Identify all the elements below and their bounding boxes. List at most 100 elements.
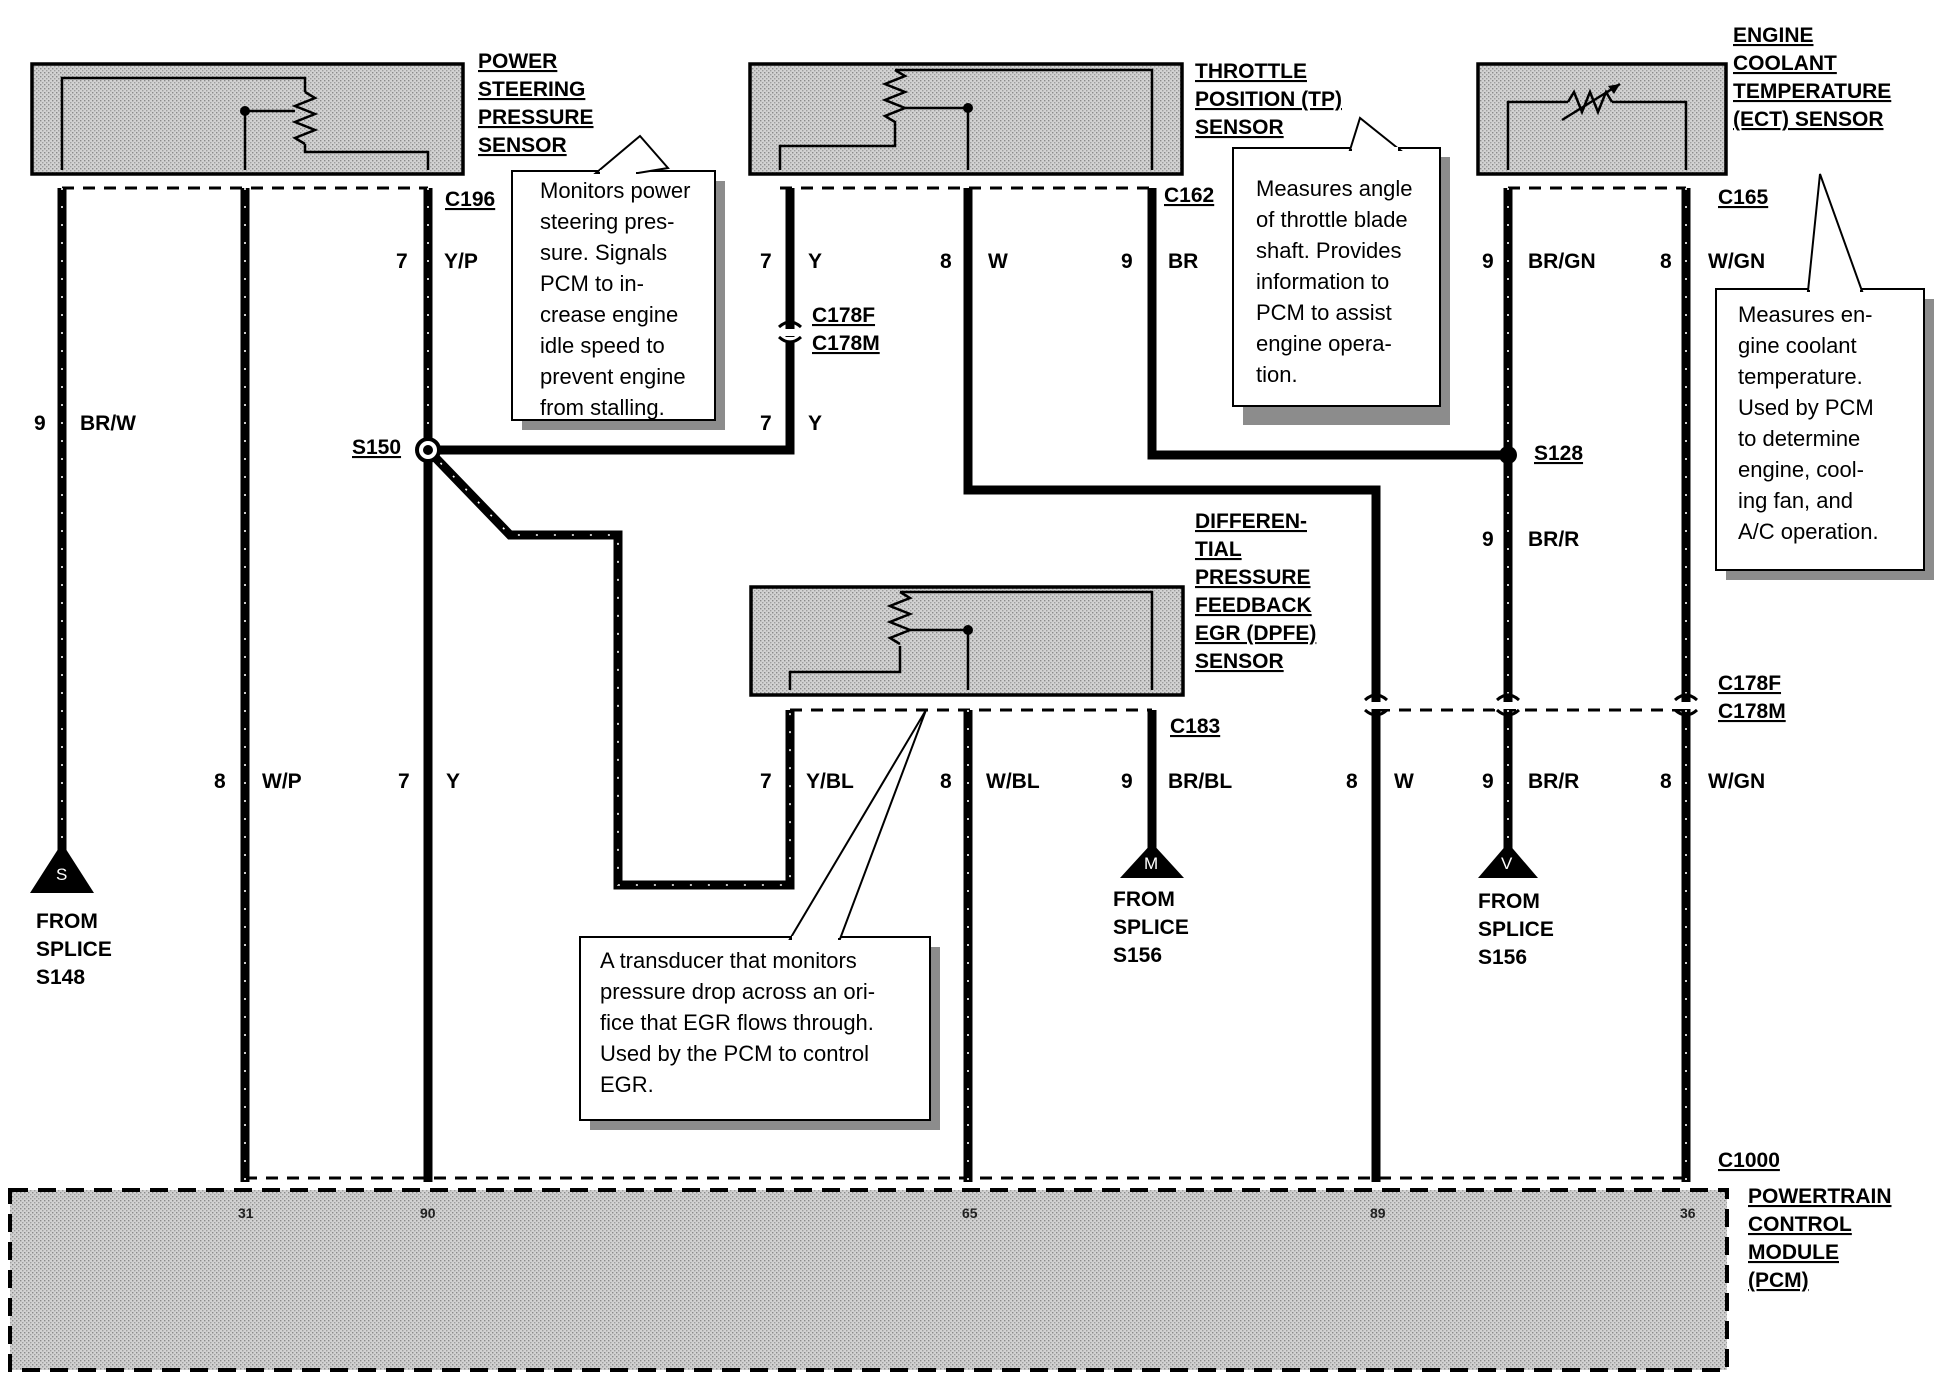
wire-w-p-color: W/P	[262, 770, 302, 793]
pcm-title-line-2: CONTROL	[1748, 1213, 1852, 1236]
callout-ps-line-7: prevent engine	[540, 364, 686, 389]
callout-tp-line-3: shaft. Provides	[1256, 238, 1402, 263]
wire-br-r-low-color: BR/R	[1528, 770, 1579, 793]
wire-w-gn-low-gauge: 8	[1660, 770, 1672, 793]
wire-dpfe-br-bl-color: BR/BL	[1168, 770, 1232, 793]
wire-labels: 9 BR/W 8 W/P 7 Y/P 7 Y 7 Y 7 Y 8 W 9 BR …	[34, 250, 1765, 793]
splice-s156-m-line-3: S156	[1113, 944, 1162, 967]
callout-ps-line-6: idle speed to	[540, 333, 665, 358]
ps-sensor-internal	[60, 76, 430, 170]
dpfe-title-line-2: TIAL	[1195, 538, 1242, 561]
splice-s148-line-3: S148	[36, 966, 85, 989]
splice-s156-v-symbol: V	[1501, 854, 1513, 873]
wire-ect-w-gn-color: W/GN	[1708, 250, 1765, 273]
wire-y-pcm-gauge: 7	[398, 770, 410, 793]
wire-ect-w-gn-gauge: 8	[1660, 250, 1672, 273]
connector-c178m-right: C178M	[1718, 700, 1786, 723]
splice-s156-v-triangle	[1478, 843, 1538, 878]
splice-s156-m-triangle	[1120, 843, 1184, 878]
callout-ps-line-1: Monitors power	[540, 178, 690, 203]
wire-w-pcm-gauge: 8	[1346, 770, 1358, 793]
pcm-pin-65: 65	[962, 1205, 978, 1221]
pcm-pin-89: 89	[1370, 1205, 1386, 1221]
splice-s128-dot	[1499, 446, 1517, 464]
pcm-pin-90: 90	[420, 1205, 436, 1221]
ect-sensor-box	[1476, 62, 1728, 176]
splice-s156-v-line-1: FROM	[1478, 890, 1540, 913]
dpfe-title-line-6: SENSOR	[1195, 650, 1284, 673]
ect-title-line-2: COOLANT	[1733, 52, 1837, 75]
ps-title-line-4: SENSOR	[478, 134, 567, 157]
callout-ect-line-3: temperature.	[1738, 364, 1863, 389]
connector-breaks	[777, 320, 1699, 717]
ps-title-line-3: PRESSURE	[478, 106, 594, 129]
pcm-title-line-4: (PCM)	[1748, 1269, 1809, 1292]
pcm-box	[8, 1188, 1729, 1372]
tp-sensor-box	[748, 62, 1184, 176]
callout-tp-line-5: PCM to assist	[1256, 300, 1392, 325]
callout-dpfe: A transducer that monitors pressure drop…	[579, 709, 931, 1121]
tp-sensor-title: THROTTLE POSITION (TP) SENSOR	[1195, 60, 1342, 139]
connector-labels: C196 C162 C165 C183 C1000 C178F C178M C1…	[352, 184, 1786, 1172]
callout-tp-line-7: tion.	[1256, 362, 1298, 387]
ps-title-line-1: POWER	[478, 50, 557, 73]
callout-ect: Measures en- gine coolant temperature. U…	[1715, 173, 1925, 571]
dpfe-title-line-4: FEEDBACK	[1195, 594, 1312, 617]
splice-s148-line-1: FROM	[36, 910, 98, 933]
callout-ect-line-5: to determine	[1738, 426, 1860, 451]
wire-tp-br-color: BR	[1168, 250, 1198, 273]
ect-sensor-title: ENGINE COOLANT TEMPERATURE (ECT) SENSOR	[1733, 24, 1891, 131]
tp-title-line-2: POSITION (TP)	[1195, 88, 1342, 111]
splice-s148-triangle	[30, 843, 94, 893]
callout-ect-line-4: Used by PCM	[1738, 395, 1874, 420]
splice-s156-v-line-2: SPLICE	[1478, 918, 1554, 941]
connector-c1000: C1000	[1718, 1149, 1780, 1172]
splice-s150-label: S150	[352, 436, 401, 459]
callout-tp-line-1: Measures angle	[1256, 176, 1413, 201]
callout-dpfe-line-3: fice that EGR flows through.	[600, 1010, 874, 1035]
wire-tp-w-color: W	[988, 250, 1008, 273]
wire-br-r-low-gauge: 9	[1482, 770, 1494, 793]
callout-ect-line-1: Measures en-	[1738, 302, 1873, 327]
wire-br-w-gauge: 9	[34, 412, 46, 435]
callout-dpfe-line-5: EGR.	[600, 1072, 654, 1097]
dpfe-sensor-internal	[788, 590, 1154, 690]
connector-c183: C183	[1170, 715, 1220, 738]
tp-sensor-internal	[778, 68, 1154, 170]
splice-s156-m-line-1: FROM	[1113, 888, 1175, 911]
connector-lines	[62, 186, 1686, 1180]
callout-dpfe-line-1: A transducer that monitors	[600, 948, 857, 973]
wire-tp-w-gauge: 8	[940, 250, 952, 273]
wire-tp-br-gauge: 9	[1121, 250, 1133, 273]
ect-title-line-4: (ECT) SENSOR	[1733, 108, 1884, 131]
wire-dpfe-y-bl-gauge: 7	[760, 770, 772, 793]
tp-title-line-1: THROTTLE	[1195, 60, 1307, 83]
wire-br-r-mid-gauge: 9	[1482, 528, 1494, 551]
callout-dpfe-line-4: Used by the PCM to control	[600, 1041, 869, 1066]
splice-s156-m-line-2: SPLICE	[1113, 916, 1189, 939]
tp-title-line-3: SENSOR	[1195, 116, 1284, 139]
splice-s148-line-2: SPLICE	[36, 938, 112, 961]
splice-source-labels: FROM SPLICE S148 FROM SPLICE S156 FROM S…	[36, 888, 1554, 989]
pcm-title-line-1: POWERTRAIN	[1748, 1185, 1892, 1208]
wire-tp-y-low-gauge: 7	[760, 412, 772, 435]
wire-w-p-gauge: 8	[214, 770, 226, 793]
wire-tp-y-top-gauge: 7	[760, 250, 772, 273]
callout-ps-line-3: sure. Signals	[540, 240, 667, 265]
wire-dpfe-w-bl-gauge: 8	[940, 770, 952, 793]
pcm-title-line-3: MODULE	[1748, 1241, 1839, 1264]
power-steering-sensor-box	[30, 62, 465, 176]
wire-w-gn-low-color: W/GN	[1708, 770, 1765, 793]
pcm-pin-31: 31	[238, 1205, 254, 1221]
pcm-pin-36: 36	[1680, 1205, 1696, 1221]
connector-c196: C196	[445, 188, 495, 211]
ps-title-line-2: STEERING	[478, 78, 585, 101]
callout-ps-line-2: steering pres-	[540, 209, 675, 234]
callout-ect-line-6: engine, cool-	[1738, 457, 1864, 482]
callout-ect-line-7: ing fan, and	[1738, 488, 1853, 513]
wire-w-pcm-color: W	[1394, 770, 1414, 793]
wire-ect-br-gn-gauge: 9	[1482, 250, 1494, 273]
ect-sensor-internal	[1506, 82, 1688, 170]
splice-s148-symbol: S	[56, 865, 67, 884]
